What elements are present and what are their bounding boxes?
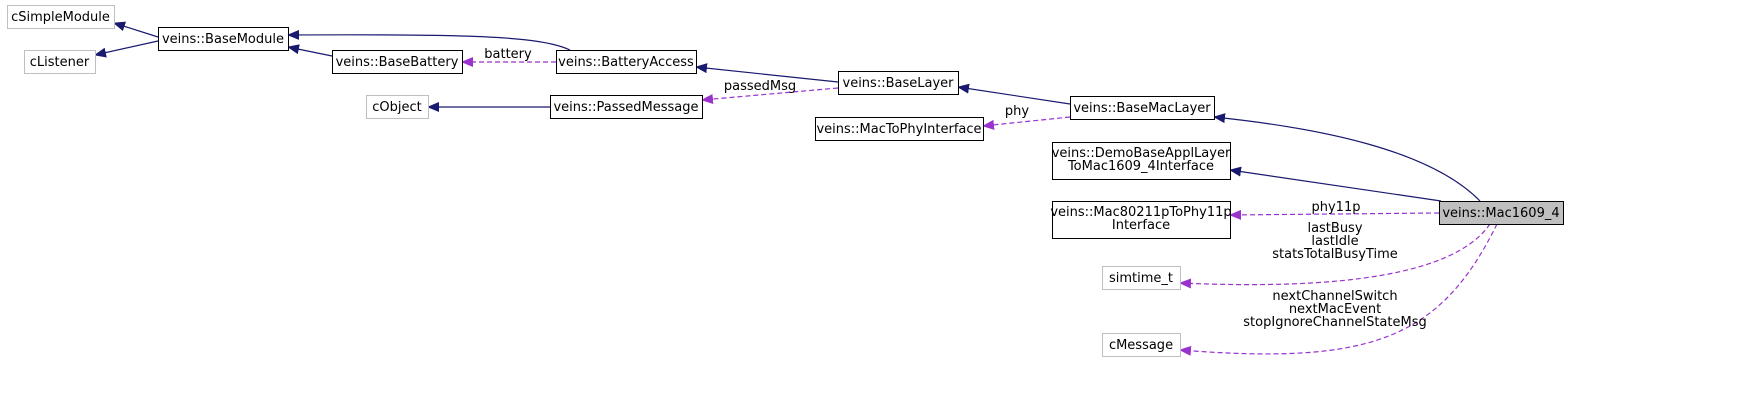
node-box [556,50,697,74]
node-label: veins::PassedMessage [553,100,698,115]
inherit-edge-BaseBattery-to-BaseModule [287,44,333,57]
node-label: cObject [372,100,422,115]
node-label: veins::BaseMacLayer [1073,101,1211,116]
node-box [1070,96,1215,120]
node-label: simtime_t [1109,271,1173,286]
node-csimplemodule: cSimpleModule [7,5,115,29]
node-label: veins::BaseModule [162,32,284,47]
inherit-edge-BaseLayer-to-BatteryAccess [695,63,839,83]
use-edge-Mac1609_4-to-simtime_t [1179,223,1491,289]
node-box [1052,142,1231,180]
edge-label-BaseLayer-to-PassedMessage: passedMsg [724,79,796,94]
edge-label-Mac1609_4-to-Mac80211p: phy11p [1312,200,1361,215]
node-box [550,95,703,119]
node-simtime-t: simtime_t [1102,266,1181,290]
inherit-edge-BatteryAccess-to-BaseModule [287,29,571,51]
node-passedmessage[interactable]: veins::PassedMessage [550,95,703,119]
node-box [1439,201,1564,225]
node-box [1102,333,1181,357]
node-box [815,117,984,141]
inherit-edge-BaseModule-to-cSimpleModule [113,21,159,38]
use-edge-BaseLayer-to-PassedMessage [701,87,839,105]
node-label: cMessage [1109,338,1173,353]
node-label: veins::Mac1609_4 [1442,206,1559,221]
node-batteryaccess[interactable]: veins::BatteryAccess [556,50,697,74]
node-label: veins::BatteryAccess [558,55,694,70]
node-box [1102,266,1181,290]
inherit-edge-Mac1609_4-to-BaseMacLayer [1213,113,1481,202]
use-edge-Mac1609_4-to-cMessage [1179,223,1498,356]
inherit-edge-Mac1609_4-to-DemoBaseApplLayer [1229,166,1442,202]
node-mactophyinterface[interactable]: veins::MacToPhyInterface [815,117,984,141]
node-cobject: cObject [366,95,429,119]
use-edge-Mac1609_4-to-Mac80211p [1229,209,1440,220]
node-basebattery[interactable]: veins::BaseBattery [332,50,463,74]
node-baselayer[interactable]: veins::BaseLayer [838,71,959,95]
node-box [366,95,429,119]
node-label: veins::BaseBattery [336,55,459,70]
node-basemaclayer[interactable]: veins::BaseMacLayer [1070,96,1215,120]
node-label: veins::BaseLayer [843,76,955,91]
node-box [838,71,959,95]
edge-label-BatteryAccess-to-BaseBattery: battery [484,47,532,62]
inherit-edge-BaseMacLayer-to-BaseLayer [957,83,1071,105]
node-clistener: cListener [24,50,96,74]
inherit-edge-BaseModule-to-cListener [94,40,159,58]
node-box [158,27,289,51]
edge-label-BaseMacLayer-to-MacToPhyInterface: phy [1005,104,1029,119]
node-label: cSimpleModule [11,10,110,25]
node-mac1609-4[interactable]: veins::Mac1609_4 [1439,201,1564,225]
node-label: veins::MacToPhyInterface [816,122,981,137]
node-box [7,5,115,29]
use-edge-BaseMacLayer-to-MacToPhyInterface [982,116,1071,130]
node-basemodule[interactable]: veins::BaseModule [158,27,289,51]
node-box [332,50,463,74]
node-label: cListener [30,55,90,70]
node-box [1052,201,1231,239]
node-box [24,50,96,74]
node-cmessage: cMessage [1102,333,1181,357]
